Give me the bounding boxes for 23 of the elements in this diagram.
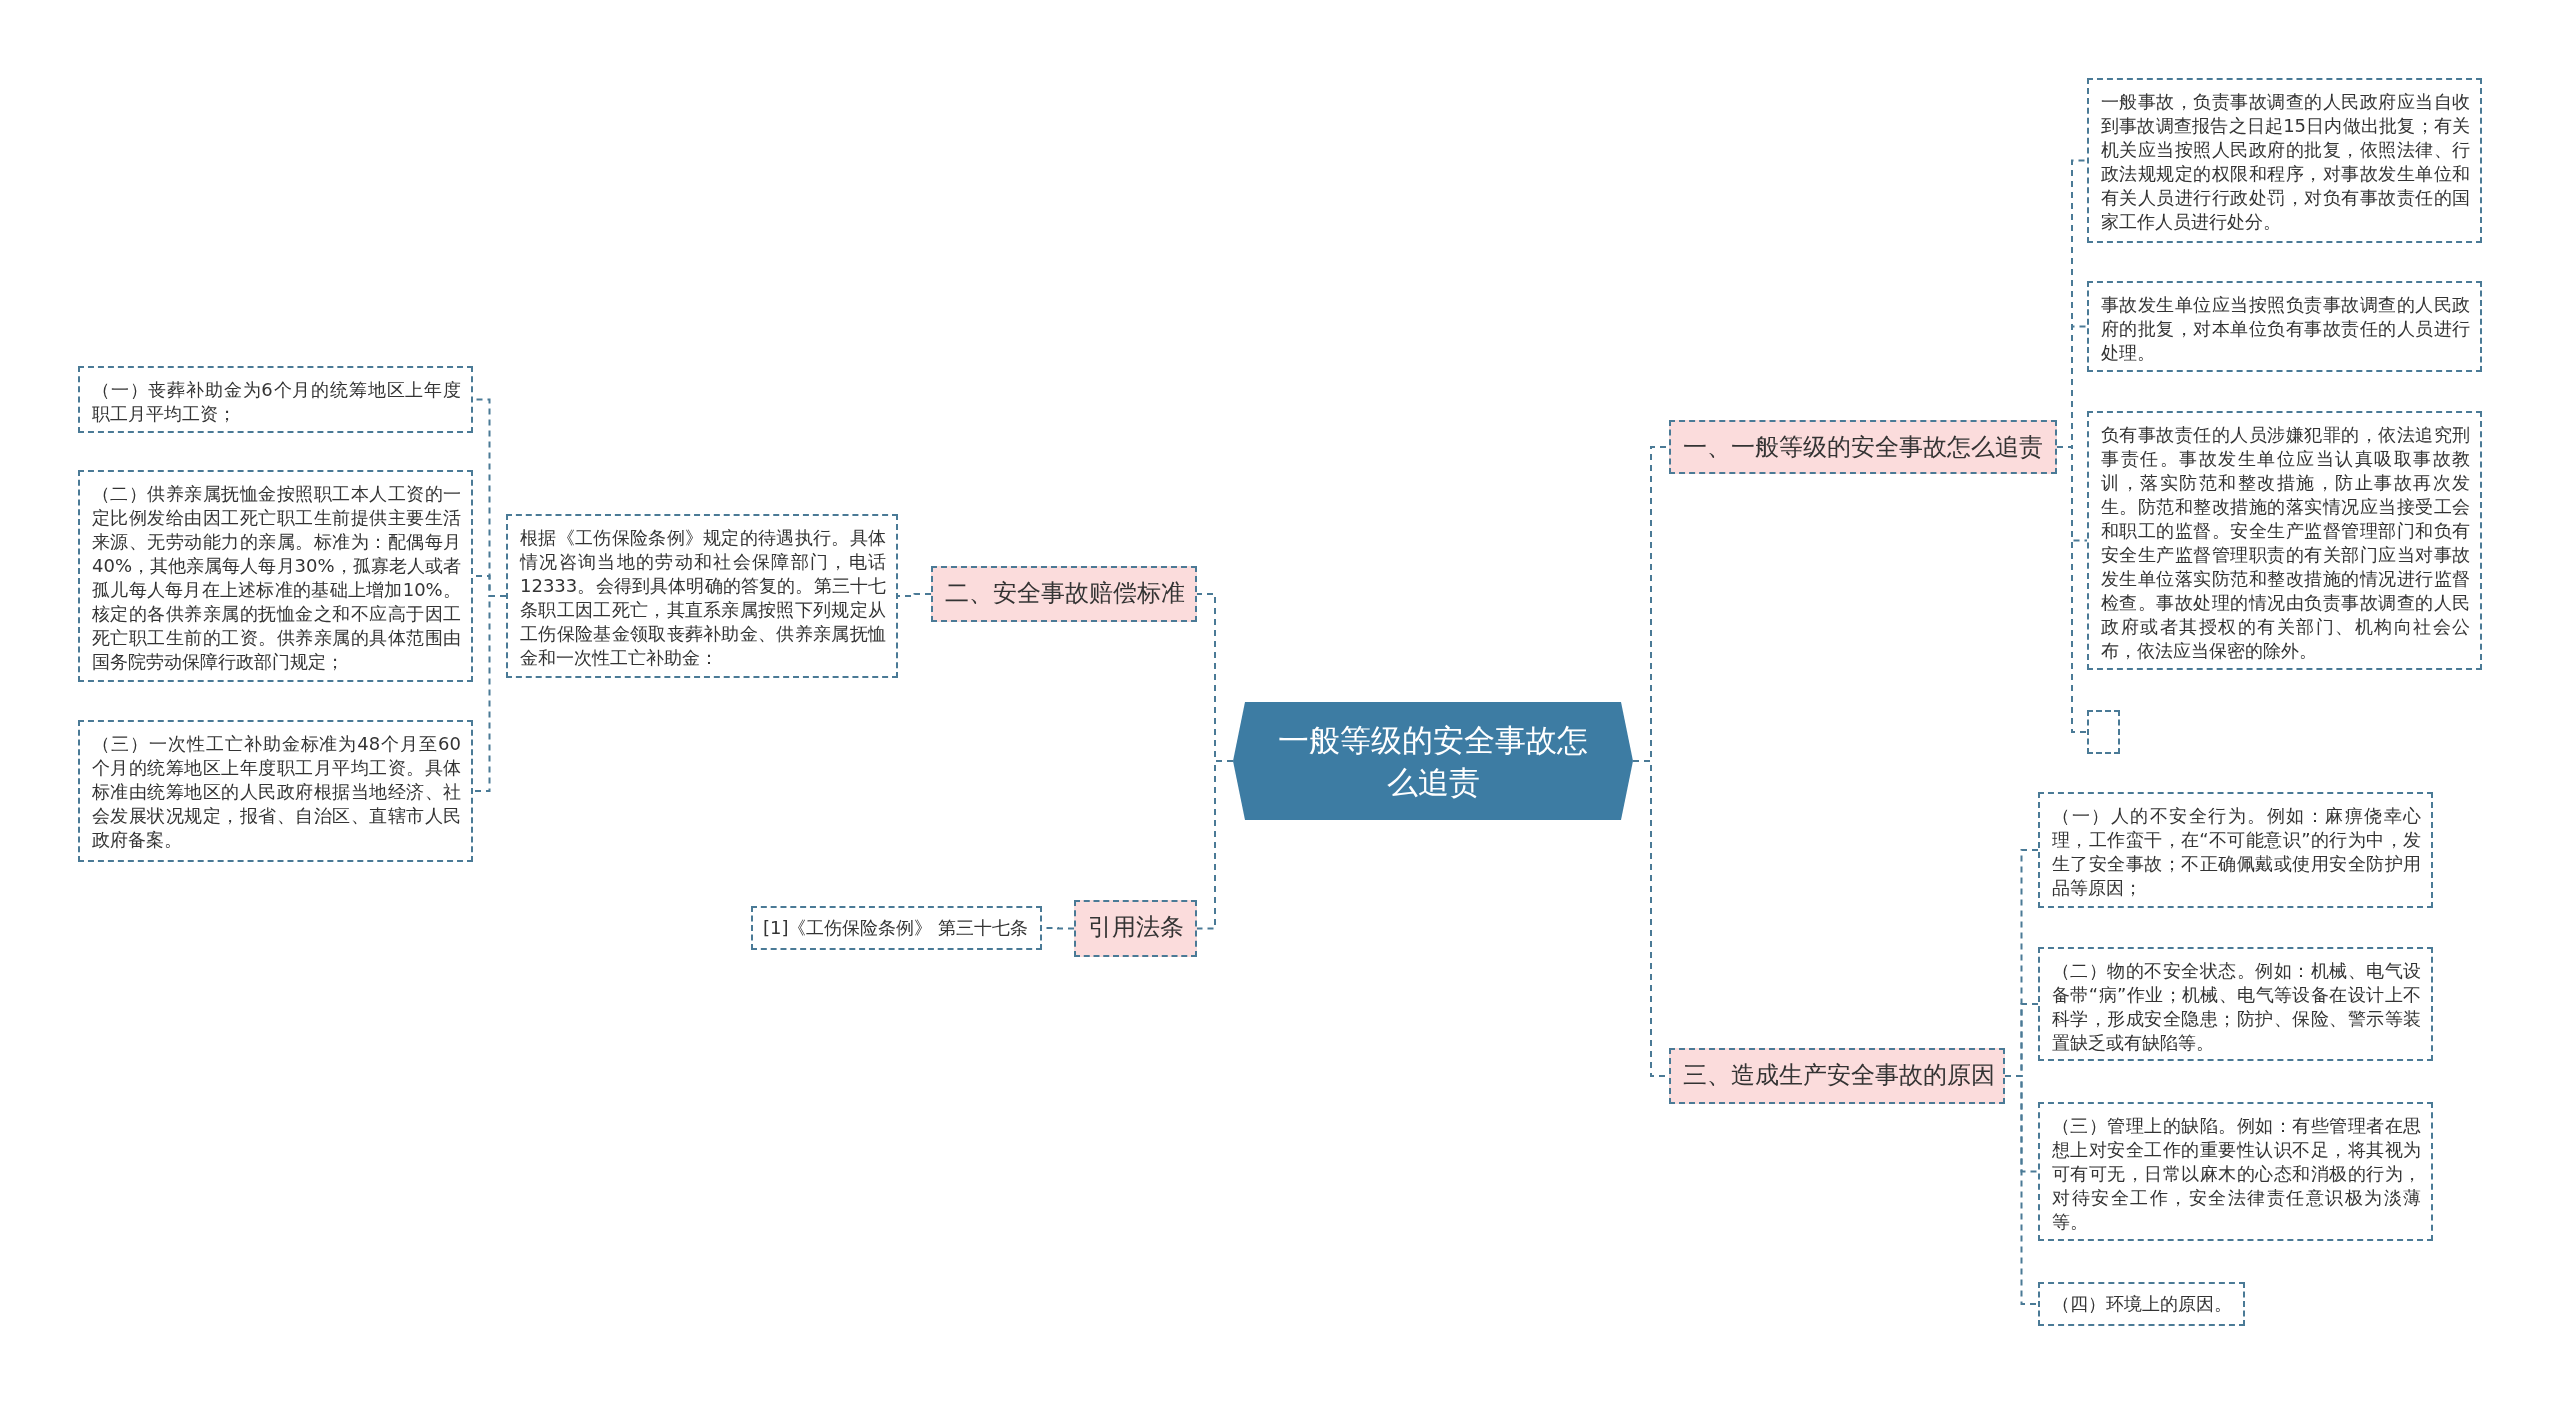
note-box: 一般事故，负责事故调查的人民政府应当自收到事故调查报告之日起15日内做出批复；有关机关应当按照人民政府的批复，依照法律、行政法规规定的权限和程序，对事故发生单位和有关人员进行行政处罚，对负有事故责任的国家工作人员进行处分。	[2087, 78, 2482, 243]
connector	[897, 593, 932, 597]
note-box: （一）丧葬补助金为6个月的统筹地区上年度职工月平均工资；	[78, 366, 473, 433]
note-box: 事故发生单位应当按照负责事故调查的人民政府的批复，对本单位负有事故责任的人员进行处理。	[2087, 281, 2482, 372]
topic-box: 三、造成生产安全事故的原因	[1669, 1048, 2005, 1104]
topic-box: 引用法条	[1074, 900, 1197, 957]
connector	[472, 595, 507, 792]
note-box: （三）一次性工亡补助金标准为48个月至60个月的统筹地区上年度职工月平均工资。具体标准由统筹地区的人民政府根据当地经济、社会发展状况规定，报省、自治区、直辖市人民政府备案。	[78, 720, 473, 862]
note-box: （二）物的不安全状态。例如：机械、电气设备带“病”作业；机械、电气等设备在设计上不科学，形成安全隐患；防护、保险、警示等装置缺乏或有缺陷等。	[2038, 947, 2433, 1061]
connector	[2004, 1075, 2039, 1305]
note-box: [1]《工伤保险条例》 第三十七条	[751, 906, 1042, 950]
connector	[1196, 760, 1234, 930]
note-box: 负有事故责任的人员涉嫌犯罪的，依法追究刑事责任。事故发生单位应当认真吸取事故教训，落实防范和整改措施，防止事故再次发生。防范和整改措施的落实情况应当接受工会和职工的监督。安全生产监督管理部门和负有安全生产监督管理职责的有关部门应当对事故发生单位落实防范和整改措施的情况进行监督检查。事故处理的情况由负责事故调查的人民政府或者其授权的有关部门、机构向社会公布，依法应当保密的除外。	[2087, 411, 2482, 670]
note-box: （三）管理上的缺陷。例如：有些管理者在思想上对安全工作的重要性认识不足，将其视为可有可无，日常以麻木的心态和消极的行为，对待安全工作，安全法律责任意识极为淡薄等。	[2038, 1102, 2433, 1241]
note-box: （四）环境上的原因。	[2038, 1282, 2245, 1326]
central-topic: 一般等级的安全事故怎么追责	[1233, 702, 1633, 820]
topic-box: 一、一般等级的安全事故怎么追责	[1669, 420, 2057, 474]
empty-box	[2087, 710, 2120, 754]
note-box: （一）人的不安全行为。例如：麻痹侥幸心理，工作蛮干，在“不可能意识”的行为中，发生了安全事故；不正确佩戴或使用安全防护用品等原因；	[2038, 792, 2433, 908]
note-box: （二）供养亲属抚恤金按照职工本人工资的一定比例发给由因工死亡职工生前提供主要生活来源、无劳动能力的亲属。标准为：配偶每月40%，其他亲属每人每月30%，孤寡老人或者孤儿每人每月在上述标准的基础上增加10%。核定的各供养亲属的抚恤金之和不应高于因工死亡职工生前的工资。供养亲属的具体范围由国务院劳动保障行政部门规定；	[78, 470, 473, 682]
topic-box: 二、安全事故赔偿标准	[931, 566, 1197, 622]
note-box: 根据《工伤保险条例》规定的待遇执行。具体情况咨询当地的劳动和社会保障部门，电话12333。会得到具体明确的答复的。第三十七条职工因工死亡，其直系亲属按照下列规定从工伤保险基金领取丧葬补助金、供养亲属抚恤金和一次性工亡补助金：	[506, 514, 898, 678]
connector	[2056, 446, 2088, 733]
